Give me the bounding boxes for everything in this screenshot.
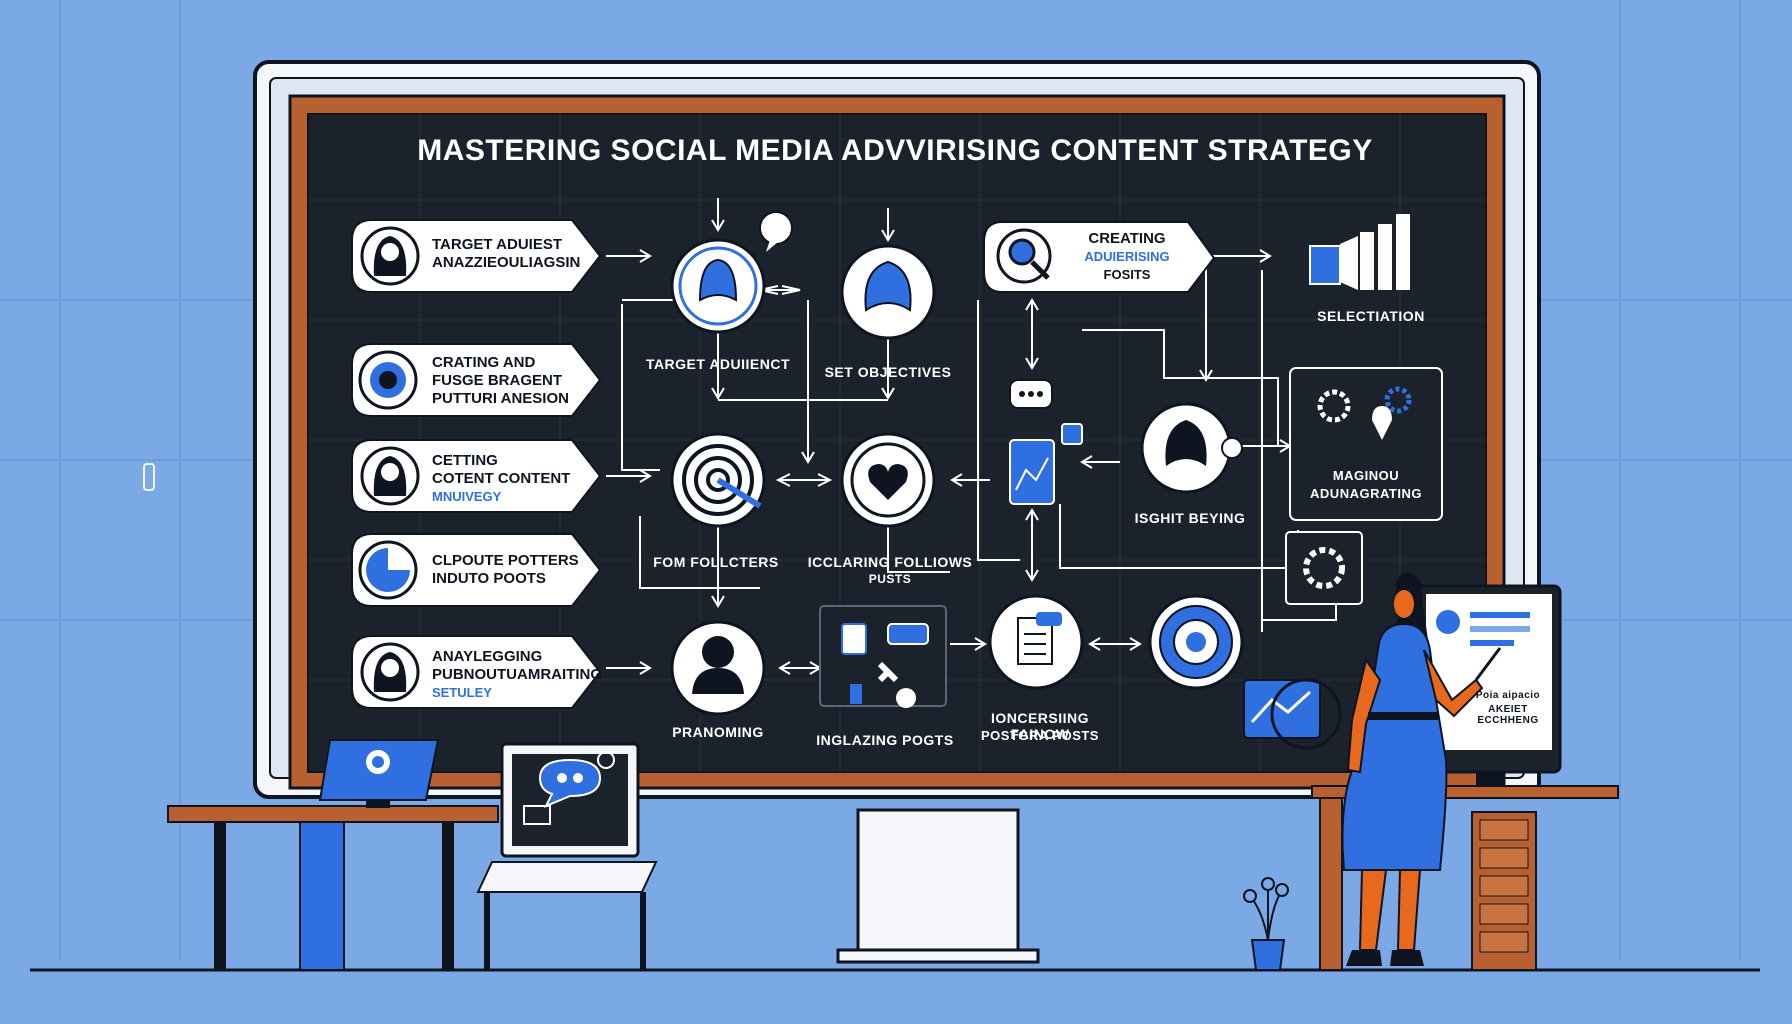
monitor-neck: [856, 808, 1020, 962]
pill-2-text: CRATING AND FUSGE BRAGENT PUTTURI ANESIO…: [432, 354, 569, 408]
pill-2-line-3: PUTTURI ANESION: [432, 390, 569, 407]
pill-2: [351, 343, 602, 417]
label-including: INGLAZING POGTS: [816, 732, 954, 748]
magnifier-pill: [983, 221, 1216, 293]
node-content-board: [819, 605, 947, 708]
pill-2-line-1: CRATING AND: [432, 354, 536, 371]
creating-pill-text: CREATING ADUIERISING FOSITS: [1062, 230, 1192, 284]
label-magnum-2: ADUNAGRATING: [1310, 486, 1422, 501]
pill-1-line-1: TARGET ADUIEST: [432, 236, 562, 253]
node-target-icon: [670, 432, 766, 528]
pill-3: [351, 439, 602, 513]
pill-4: [351, 533, 602, 607]
label-promoting: PRANOMING: [672, 724, 764, 740]
pill-4-line-1: CLPOUTE POTTERS: [432, 552, 579, 569]
pill-3-line-1: CETTING: [432, 452, 498, 469]
laptop: [476, 742, 658, 970]
wall-grid: [0, 0, 1792, 960]
node-target-blue: [1148, 594, 1244, 690]
pill-5-line-1: ANAYLEGGING: [432, 648, 543, 665]
label-forecasting-1: IONCERSIING FAINOW: [990, 710, 1090, 742]
pill-3-line-3: MNUIVEGY: [432, 489, 502, 504]
label-target-audience: TARGET ADUIIENCT: [645, 356, 791, 372]
chart-card-icon: [1243, 678, 1342, 750]
creating-line-1: CREATING: [1088, 230, 1166, 247]
chat-bubble-icon: [1009, 379, 1053, 409]
pill-5: [351, 635, 602, 709]
tablet-chart-icon: [1009, 423, 1083, 505]
pill-1-text: TARGET ADUIEST ANAZZIEOULIAGSIN: [432, 236, 580, 272]
pill-5-line-2: PUBNOUTUAMRAITING: [432, 666, 602, 683]
wall-switch-icon: [143, 463, 155, 491]
node-set-objectives: [840, 244, 936, 340]
network-lines: [621, 198, 1337, 675]
pill-1-line-2: ANAZZIEOULIAGSIN: [432, 254, 581, 271]
monitor-base: [836, 948, 1040, 964]
node-profile: [670, 620, 766, 716]
left-monitor: [318, 739, 440, 808]
gear-panel: [1285, 531, 1363, 605]
label-increasing-2: PUSTS: [868, 572, 912, 586]
creating-line-3: FOSITS: [1103, 267, 1151, 282]
node-insight: [1140, 402, 1243, 494]
node-target-audience: [670, 238, 766, 334]
pill-3-line-2: COTENT CONTENT: [432, 470, 571, 487]
label-magnum-1: MAGINOU: [1332, 468, 1400, 483]
board-title: MASTERING SOCIAL MEDIA ADVVIRISING CONTE…: [417, 134, 1373, 167]
pill-2-line-2: FUSGE BRAGENT: [432, 372, 563, 389]
label-followers: FOM FOLLCTERS: [653, 554, 779, 570]
bar-chart-icon: [1309, 214, 1410, 290]
label-set-objectives: SET OBJECTIVES: [824, 364, 952, 380]
right-monitor: [1416, 584, 1562, 786]
node-heart: [840, 432, 936, 528]
label-insight: ISGHIT BEYING: [1134, 510, 1246, 526]
label-selectation: SELECTIATION: [1317, 308, 1425, 324]
pill-1: [351, 219, 602, 293]
pill-4-line-2: INDUTO POOTS: [432, 570, 546, 587]
settings-panel: [1289, 367, 1443, 521]
plant: [1243, 877, 1289, 971]
pill-5-text: ANAYLEGGING PUBNOUTUAMRAITING SETULEY: [432, 648, 602, 702]
label-forecasting-2: POSTGRA POSTS: [981, 728, 1099, 743]
presenter-woman: [1341, 572, 1502, 966]
pill-arrows: [606, 249, 652, 675]
monitor-text-2: AKEIET ECCHHENG: [1477, 704, 1539, 726]
label-increasing-1: ICCLARING FOLLIOWS: [807, 554, 973, 570]
speech-bubble-icon: [759, 211, 793, 252]
monitor-text-1: Poia aipacio: [1475, 690, 1541, 701]
pill-5-line-3: SETULEY: [432, 685, 492, 700]
creating-line-2: ADUIERISING: [1084, 249, 1170, 264]
left-desk: [167, 805, 499, 971]
node-forecast: [988, 594, 1084, 690]
pill-3-text: CETTING COTENT CONTENT MNUIVEGY: [432, 452, 570, 506]
pill-4-text: CLPOUTE POTTERS INDUTO POOTS: [432, 552, 579, 588]
